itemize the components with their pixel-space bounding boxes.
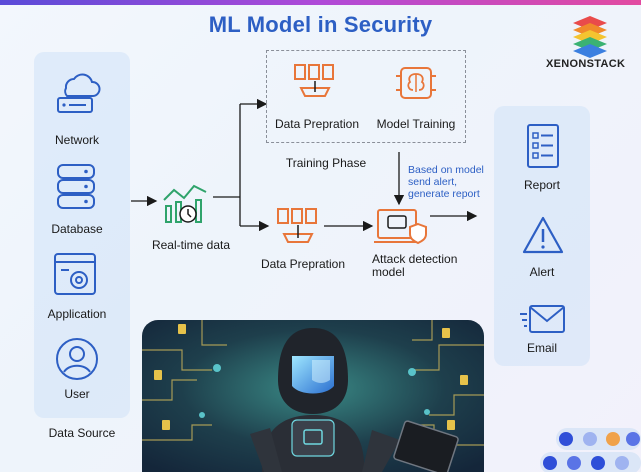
dot-icon (567, 456, 581, 470)
data-preparation-label: Data Prepration (260, 257, 346, 271)
application-gear-icon (54, 253, 96, 295)
decorative-dots-row-1 (556, 428, 641, 450)
xenonstack-logo-icon (573, 16, 607, 58)
alert-icon (522, 216, 564, 254)
realtime-data-label: Real-time data (151, 238, 231, 252)
cloud-network-icon (57, 73, 101, 113)
data-source-caption: Data Source (48, 426, 116, 440)
model-training-label: Model Training (376, 117, 456, 131)
dot-icon (583, 432, 597, 446)
dot-icon (615, 456, 629, 470)
output-email-label: Email (526, 341, 557, 355)
training-phase-box (266, 50, 466, 143)
output-report-label: Report (523, 178, 561, 192)
training-data-preparation-icon (294, 64, 334, 97)
email-icon (520, 305, 565, 333)
attack-detection-model-label: Attack detection model (372, 252, 458, 279)
dot-icon (591, 456, 605, 470)
training-data-preparation-label: Data Prepration (274, 117, 360, 131)
alert-report-note: Based on model send alert, generate repo… (408, 164, 484, 200)
security-robot-illustration (142, 320, 484, 472)
dot-icon (606, 432, 620, 446)
dot-icon (626, 432, 640, 446)
data-source-database-label: Database (51, 222, 103, 236)
user-icon (56, 338, 98, 380)
dot-icon (559, 432, 573, 446)
training-phase-label: Training Phase (285, 156, 367, 170)
data-preparation-icon (277, 208, 317, 243)
data-source-user-label: User (64, 387, 90, 401)
output-alert-label: Alert (529, 265, 555, 279)
model-training-brain-icon (396, 67, 436, 99)
dot-icon (543, 456, 557, 470)
data-source-network-label: Network (54, 133, 99, 147)
realtime-chart-icon (163, 184, 207, 223)
page-title: ML Model in Security (208, 12, 433, 37)
top-gradient-bar (0, 0, 641, 5)
database-icon (57, 164, 95, 209)
brand-name: XENONSTACK (546, 58, 626, 70)
report-icon (527, 124, 559, 168)
data-source-application-label: Application (47, 307, 107, 321)
attack-detection-model-icon (374, 209, 427, 245)
